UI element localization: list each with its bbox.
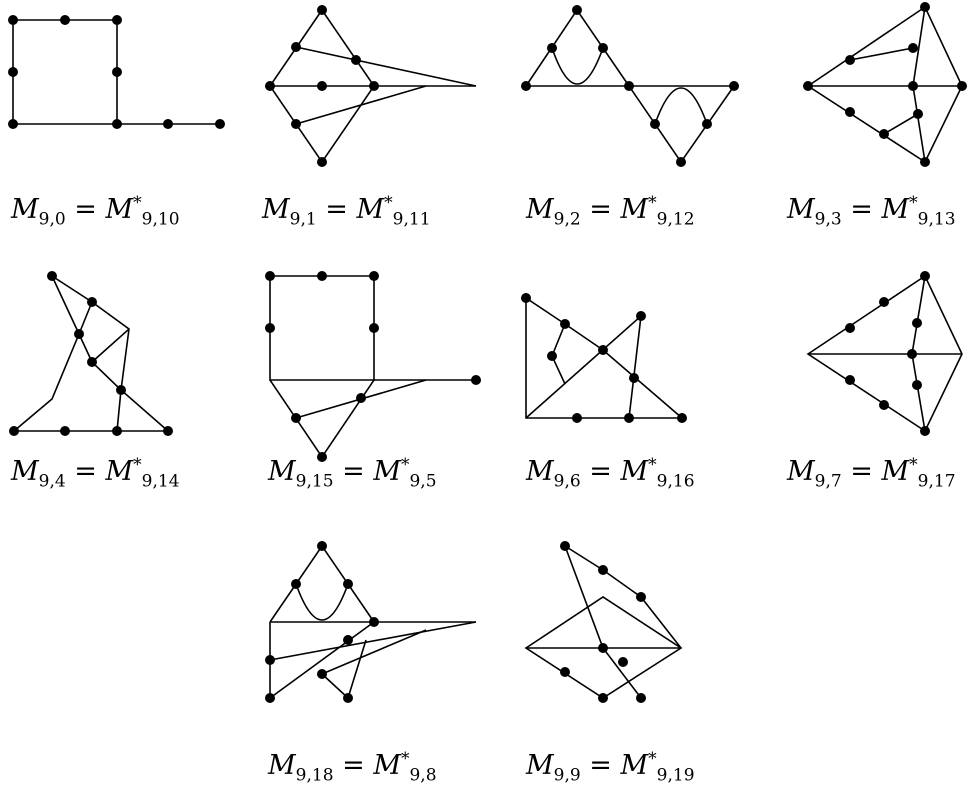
caption-m9-4: M9,4 = M*9,14 bbox=[11, 455, 180, 492]
diagram-m9-9 bbox=[524, 541, 683, 703]
diagram-m9-4 bbox=[9, 271, 173, 436]
caption-m9-9: M9,9 = M*9,19 bbox=[526, 749, 695, 786]
diagram-m9-6 bbox=[521, 293, 687, 423]
diagram-m9-1 bbox=[265, 5, 477, 167]
caption-m9-7: M9,7 = M*9,17 bbox=[787, 455, 956, 492]
caption-m9-18: M9,18 = M*9,8 bbox=[268, 749, 437, 786]
caption-m9-0: M9,0 = M*9,10 bbox=[11, 193, 180, 230]
diagram-m9-2 bbox=[521, 5, 739, 167]
caption-m9-3: M9,3 = M*9,13 bbox=[787, 193, 956, 230]
caption-m9-2: M9,2 = M*9,12 bbox=[526, 193, 695, 230]
diagram-m9-7 bbox=[806, 271, 963, 436]
diagram-m9-15 bbox=[265, 271, 481, 462]
caption-m9-6: M9,6 = M*9,16 bbox=[526, 455, 695, 492]
caption-m9-15: M9,15 = M*9,5 bbox=[268, 455, 437, 492]
diagram-m9-3 bbox=[803, 2, 967, 167]
caption-m9-1: M9,1 = M*9,11 bbox=[262, 193, 431, 230]
diagram-m9-0 bbox=[8, 15, 225, 129]
diagram-m9-18 bbox=[265, 541, 477, 703]
